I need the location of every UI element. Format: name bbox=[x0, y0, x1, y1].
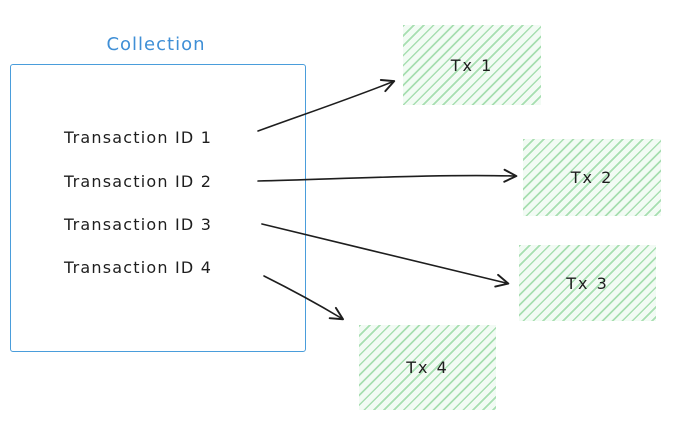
tx-4-label: Tx 4 bbox=[406, 358, 449, 377]
tx-3-box: Tx 3 bbox=[519, 245, 656, 321]
tx-1-box: Tx 1 bbox=[403, 25, 541, 105]
transaction-id-1-label: Transaction ID 1 bbox=[64, 128, 213, 147]
collection-title: Collection bbox=[106, 34, 206, 55]
tx-2-label: Tx 2 bbox=[570, 168, 614, 187]
transaction-id-4-label: Transaction ID 4 bbox=[64, 258, 213, 277]
tx-1-label: Tx 1 bbox=[450, 55, 494, 75]
tx-3-label: Tx 3 bbox=[566, 273, 609, 293]
transaction-id-3-label: Transaction ID 3 bbox=[64, 215, 213, 234]
collection-box bbox=[10, 64, 306, 352]
tx-4-box: Tx 4 bbox=[359, 325, 496, 410]
tx-2-box: Tx 2 bbox=[523, 139, 661, 216]
transaction-id-2-label: Transaction ID 2 bbox=[64, 172, 213, 191]
